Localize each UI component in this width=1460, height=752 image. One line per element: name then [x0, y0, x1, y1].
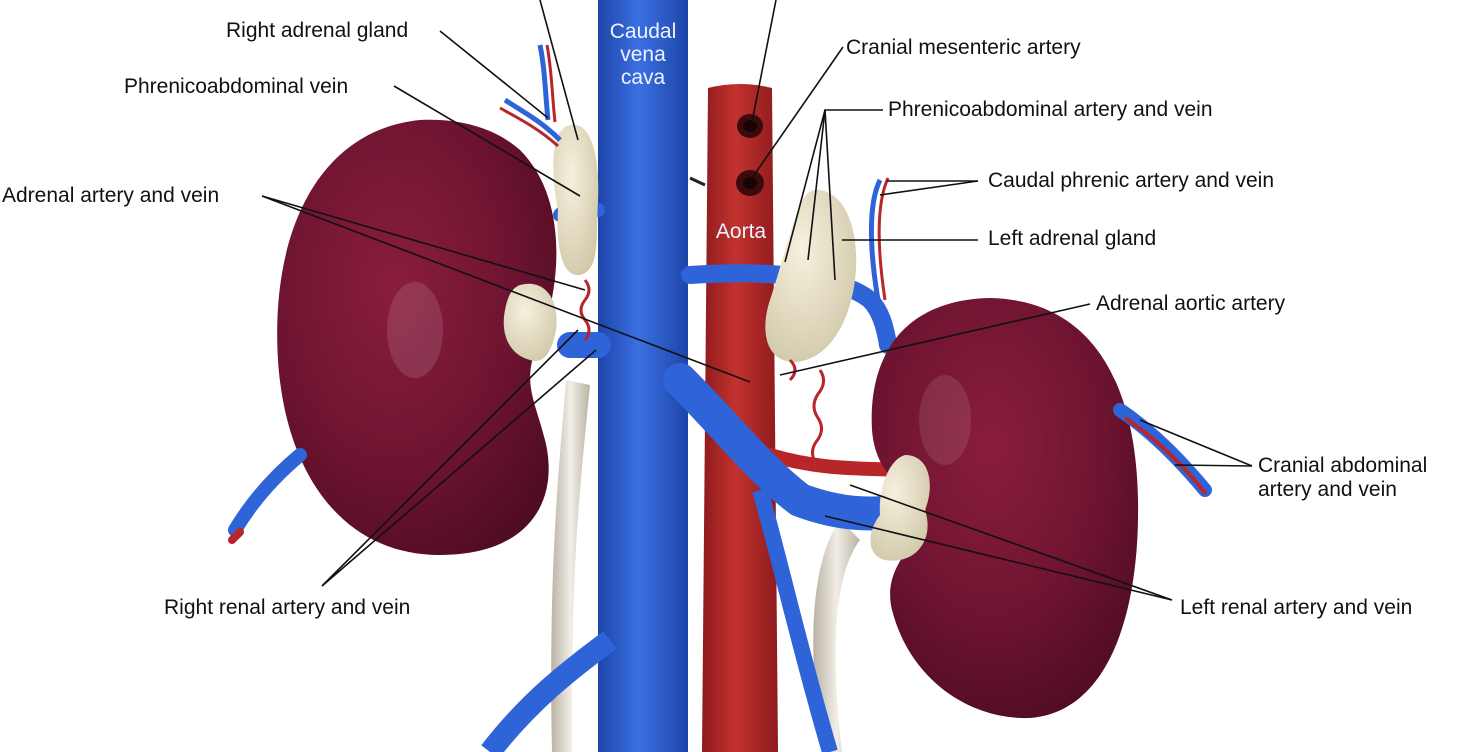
label-right-renal-artery-and-vein: Right renal artery and vein: [164, 596, 411, 619]
right-ureter: [551, 380, 590, 752]
label-phrenicoabdominal-vein: Phrenicoabdominal vein: [124, 75, 349, 98]
left-renal-vein: [663, 363, 917, 531]
label-adrenal-artery-and-vein: Adrenal artery and vein: [2, 184, 220, 207]
label-left-renal-artery-and-vein: Left renal artery and vein: [1180, 596, 1413, 619]
label-left-adrenal-gland: Left adrenal gland: [988, 227, 1157, 250]
left-ureter: [813, 520, 860, 752]
left-adrenal-gland: [765, 189, 857, 362]
label-right-adrenal-gland: Right adrenal gland: [226, 19, 409, 42]
right-adrenal-gland: [553, 124, 599, 276]
caudal-vena-cava: [598, 0, 688, 752]
left-kidney: [871, 298, 1139, 719]
aorta: [702, 84, 778, 752]
label-adrenal-aortic-artery: Adrenal aortic artery: [1096, 292, 1286, 315]
label-phrenicoabdominal-artery-and-vein: Phrenicoabdominal artery and vein: [888, 98, 1213, 121]
leader-lines: [261, 0, 1253, 601]
label-cranial-mesenteric-artery: Cranial mesenteric artery: [846, 36, 1081, 59]
label-caudal-phrenic-artery-and-vein: Caudal phrenic artery and vein: [988, 169, 1275, 192]
aorta-label: Aorta: [715, 220, 767, 243]
